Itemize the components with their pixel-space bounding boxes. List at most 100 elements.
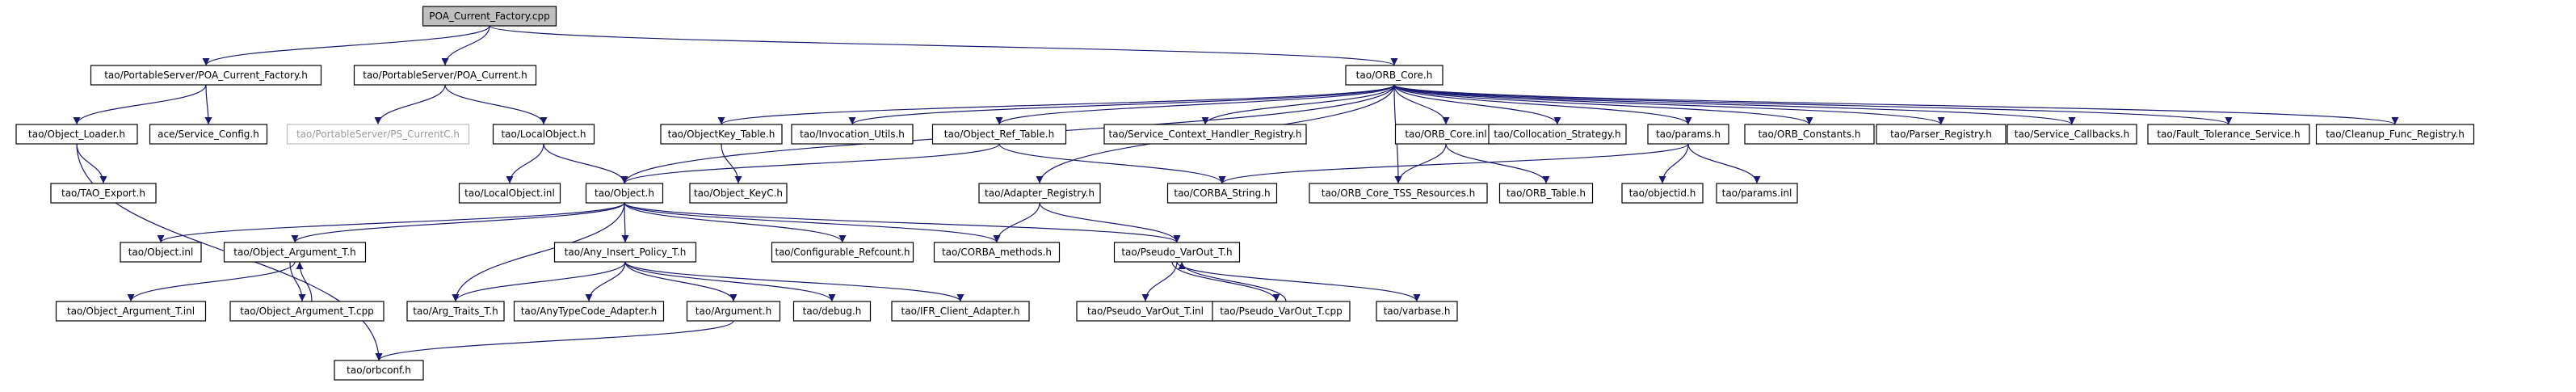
edge-orbcore-h-to-objectkeytable-h	[717, 84, 1395, 125]
node-box	[771, 242, 914, 263]
node-svccallbacks-h[interactable]: tao/Service_Callbacks.h	[2007, 124, 2137, 145]
edge-object-h-to-corbamethods-h	[624, 202, 1001, 243]
node-label: tao/Collocation_Strategy.h	[1494, 129, 1620, 140]
node-label: tao/ORB_Core.inl	[1405, 129, 1486, 140]
node-box	[1498, 183, 1594, 204]
node-argtraits-h[interactable]: tao/Arg_Traits_T.h	[406, 301, 505, 322]
node-orbconf-h[interactable]: tao/orbconf.h	[334, 360, 424, 381]
node-box	[891, 301, 1030, 322]
node-label: tao/orbconf.h	[347, 365, 411, 376]
node-box	[422, 6, 557, 27]
node-pseudovaroutinl[interactable]: tao/Pseudo_VarOut_T.inl	[1076, 301, 1215, 322]
node-label: tao/Fault_Tolerance_Service.h	[2157, 129, 2300, 140]
node-collocation-h[interactable]: tao/Collocation_Strategy.h	[1488, 124, 1627, 145]
edge-root-to-poac-h	[441, 25, 490, 66]
node-label: tao/Adapter_Registry.h	[985, 188, 1095, 199]
node-corbamethods-h[interactable]: tao/CORBA_methods.h	[933, 242, 1061, 263]
node-box	[1166, 183, 1278, 204]
node-label: ace/Service_Config.h	[158, 129, 259, 140]
node-objloader-h[interactable]: tao/Object_Loader.h	[15, 124, 138, 145]
node-poac-h[interactable]: tao/PortableServer/POA_Current.h	[353, 65, 537, 86]
node-orbcoreinl[interactable]: tao/ORB_Core.inl	[1394, 124, 1498, 145]
node-argument-h[interactable]: tao/Argument.h	[686, 301, 781, 322]
node-anytypecode-h[interactable]: tao/AnyTypeCode_Adapter.h	[513, 301, 665, 322]
edge-orbcore-h-to-orbcoreinl	[1393, 84, 1450, 125]
node-label: tao/PortableServer/POA_Current.h	[363, 70, 527, 81]
node-objectinl[interactable]: tao/Object.inl	[120, 242, 202, 263]
node-adapterreg-h[interactable]: tao/Adapter_Registry.h	[978, 183, 1101, 204]
node-pseudovarout-h[interactable]: tao/Pseudo_VarOut_T.h	[1113, 242, 1241, 263]
node-anyinsert-h[interactable]: tao/Any_Insert_Policy_T.h	[553, 242, 697, 263]
node-box	[55, 301, 207, 322]
node-label: tao/Object_Argument_T.inl	[67, 306, 195, 317]
edge-anyinsert-h-to-argtraits-h	[452, 261, 626, 302]
edge-pseudovaroutcpp-to-pseudovarout-h	[1178, 261, 1287, 302]
node-objectkeyc-h[interactable]: tao/Object_KeyC.h	[689, 183, 788, 204]
node-pseudovaroutcpp[interactable]: tao/Pseudo_VarOut_T.cpp	[1212, 301, 1351, 322]
node-objreftable-h[interactable]: tao/Object_Ref_Table.h	[931, 124, 1067, 145]
node-objectid-h[interactable]: tao/objectid.h	[1621, 183, 1704, 204]
node-label: tao/params.inl	[1722, 188, 1792, 199]
node-objargtcpp[interactable]: tao/Object_Argument_T.cpp	[229, 301, 385, 322]
node-orbtable-h[interactable]: tao/ORB_Table.h	[1498, 183, 1594, 204]
node-faulttol-h[interactable]: tao/Fault_Tolerance_Service.h	[2147, 124, 2310, 145]
node-box	[978, 183, 1101, 204]
node-cleanupfunc-h[interactable]: tao/Cleanup_Func_Registry.h	[2315, 124, 2475, 145]
node-debug-h[interactable]: tao/debug.h	[792, 301, 872, 322]
edge-poacf-h-to-svcconfig-h	[204, 84, 212, 125]
node-configrefcount-h[interactable]: tao/Configurable_Refcount.h	[771, 242, 914, 263]
node-svcctxhandler-h[interactable]: tao/Service_Context_Handler_Registry.h	[1103, 124, 1307, 145]
node-box	[223, 242, 367, 263]
node-svcconfig-h[interactable]: ace/Service_Config.h	[149, 124, 268, 145]
node-box	[149, 124, 268, 145]
node-ifrclient-h[interactable]: tao/IFR_Client_Adapter.h	[891, 301, 1030, 322]
edge-poac-h-to-pscurrentc-h	[374, 84, 446, 125]
node-objargtinl[interactable]: tao/Object_Argument_T.inl	[55, 301, 207, 322]
node-taoexport-h[interactable]: tao/TAO_Export.h	[50, 183, 157, 204]
node-paramsinl[interactable]: tao/params.inl	[1716, 183, 1798, 204]
node-root[interactable]: POA_Current_Factory.cpp	[422, 6, 557, 27]
node-label: tao/Pseudo_VarOut_T.cpp	[1220, 306, 1343, 317]
node-invocationutils-h[interactable]: tao/Invocation_Utils.h	[791, 124, 914, 145]
node-object-h[interactable]: tao/Object.h	[585, 183, 664, 204]
node-pscurrentc-h[interactable]: tao/PortableServer/PS_CurrentC.h	[286, 124, 470, 145]
node-objectkeytable-h[interactable]: tao/ObjectKey_Table.h	[660, 124, 783, 145]
node-box	[2007, 124, 2137, 145]
node-box	[458, 183, 561, 204]
edge-objreftable-h-to-corbastring-h	[998, 143, 1226, 184]
node-box	[1309, 183, 1488, 204]
node-orbcore-h[interactable]: tao/ORB_Core.h	[1345, 65, 1443, 86]
edge-orbcore-h-to-invocationutils-h	[848, 84, 1395, 125]
node-localobjectinl[interactable]: tao/LocalObject.inl	[458, 183, 561, 204]
node-orbcoretss-h[interactable]: tao/ORB_Core_TSS_Resources.h	[1309, 183, 1488, 204]
node-box	[1716, 183, 1798, 204]
node-corbastring-h[interactable]: tao/CORBA_String.h	[1166, 183, 1278, 204]
node-parserreg-h[interactable]: tao/Parser_Registry.h	[1876, 124, 2007, 145]
node-poacf-h[interactable]: tao/PortableServer/POA_Current_Factory.h	[90, 65, 322, 86]
node-box	[90, 65, 322, 86]
node-label: tao/Invocation_Utils.h	[800, 129, 905, 140]
node-varbase-h[interactable]: tao/varbase.h	[1376, 301, 1458, 322]
node-box	[406, 301, 505, 322]
node-box	[2315, 124, 2475, 145]
dependency-nodes: POA_Current_Factory.cpp tao/PortableServe…	[15, 6, 2475, 381]
node-objargt-h[interactable]: tao/Object_Argument_T.h	[223, 242, 367, 263]
node-orbconstants-h[interactable]: tao/ORB_Constants.h	[1744, 124, 1875, 145]
edge-pseudovarout-h-to-pseudovaroutcpp	[1171, 261, 1280, 302]
node-label: tao/Object_Argument_T.h	[233, 247, 355, 258]
node-params-h[interactable]: tao/params.h	[1647, 124, 1729, 145]
edge-object-h-to-objargt-h	[291, 202, 625, 243]
edge-pseudovarout-h-to-pseudovaroutinl	[1141, 261, 1178, 302]
node-label: tao/Service_Callbacks.h	[2015, 129, 2129, 140]
node-box	[553, 242, 697, 263]
edge-objargtcpp-to-objargt-h	[296, 261, 313, 302]
edge-root-to-orbcore-h	[489, 25, 1398, 66]
node-label: tao/Pseudo_VarOut_T.h	[1121, 247, 1232, 258]
node-label: tao/Object_KeyC.h	[694, 188, 783, 199]
edge-objargt-h-to-objargtcpp	[289, 261, 306, 302]
edge-anyinsert-h-to-ifrclient-h	[624, 261, 964, 302]
node-label: tao/ORB_Table.h	[1507, 188, 1586, 199]
node-localobject-h[interactable]: tao/LocalObject.h	[492, 124, 595, 145]
edge-orbcoreinl-to-orbcoretss-h	[1394, 143, 1447, 184]
